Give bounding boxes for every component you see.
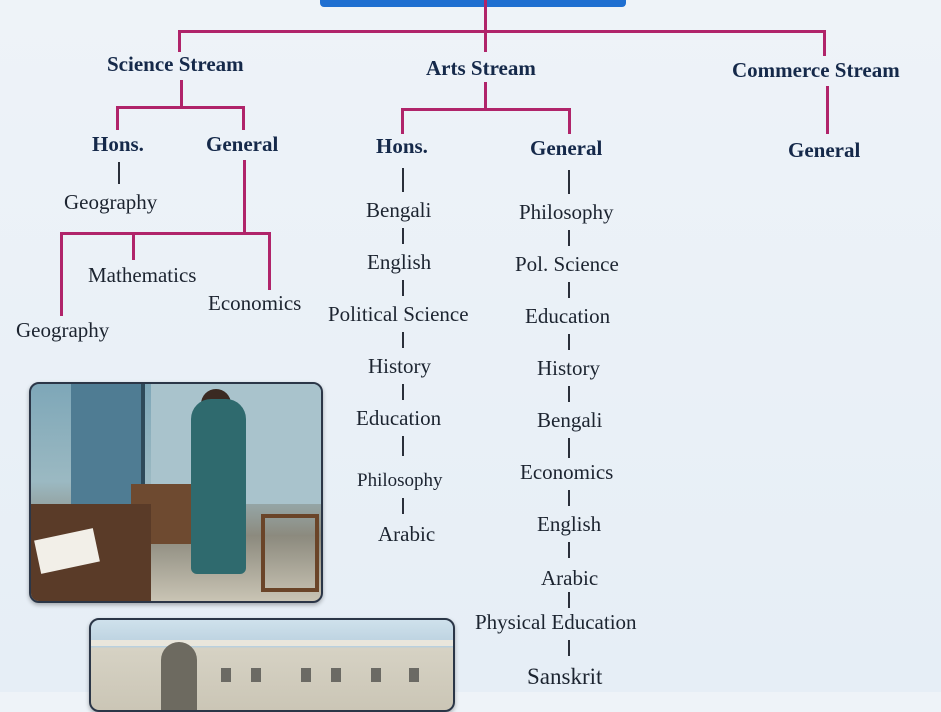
connector <box>568 490 570 506</box>
arts-hons-subject: Arabic <box>378 522 436 546</box>
arts-general-subject: Education <box>525 304 611 328</box>
arts-hons-subject: Bengali <box>366 198 432 222</box>
connector <box>484 82 487 110</box>
connector <box>402 384 404 400</box>
commerce-stream-title: Commerce Stream <box>732 58 900 82</box>
arts-general-label: General <box>530 136 603 160</box>
connector <box>401 108 571 111</box>
arts-general-subject: Philosophy <box>519 200 614 224</box>
connector <box>118 162 120 184</box>
arts-hons-subject: Philosophy <box>357 470 443 491</box>
connector <box>568 592 570 608</box>
connector <box>402 228 404 244</box>
connector <box>402 168 404 192</box>
connector <box>402 436 404 456</box>
connector <box>568 108 571 134</box>
connector <box>60 232 270 235</box>
arts-general-subject: English <box>537 512 602 536</box>
arts-general-subject: Bengali <box>537 408 603 432</box>
arts-hons-subject: English <box>367 250 432 274</box>
arts-general-subject: Sanskrit <box>527 664 603 689</box>
connector <box>568 230 570 246</box>
connector <box>823 30 826 56</box>
connector <box>568 334 570 350</box>
connector <box>132 232 135 260</box>
arts-hons-subject: Political Science <box>328 302 469 326</box>
science-hons-subject: Geography <box>64 190 158 214</box>
science-general-subject: Economics <box>208 291 302 315</box>
connector <box>178 30 826 33</box>
top-header-box <box>320 0 626 7</box>
arts-stream-title: Arts Stream <box>426 56 536 80</box>
connector <box>568 170 570 194</box>
connector <box>402 332 404 348</box>
connector <box>402 498 404 514</box>
connector <box>243 160 246 234</box>
connector <box>268 232 271 290</box>
arts-general-subject: History <box>537 356 600 380</box>
science-hons-label: Hons. <box>92 132 144 156</box>
building-photo <box>89 618 455 712</box>
connector <box>401 108 404 134</box>
connector <box>568 438 570 458</box>
connector <box>116 106 244 109</box>
connector <box>568 640 570 656</box>
science-stream-title: Science Stream <box>107 52 244 76</box>
connector <box>568 282 570 298</box>
arts-hons-subject: Education <box>356 406 442 430</box>
connector <box>116 106 119 130</box>
arts-general-subject: Pol. Science <box>515 252 619 276</box>
arts-general-subject: Physical Education <box>475 610 637 634</box>
connector <box>60 232 63 316</box>
science-general-label: General <box>206 132 279 156</box>
connector <box>178 30 181 52</box>
connector <box>484 30 487 52</box>
connector <box>826 86 829 134</box>
connector <box>242 106 245 130</box>
arts-hons-subject: History <box>368 354 431 378</box>
arts-hons-label: Hons. <box>376 134 428 158</box>
connector <box>568 542 570 558</box>
classroom-photo <box>29 382 323 603</box>
connector <box>402 280 404 296</box>
connector <box>484 0 487 32</box>
commerce-general-label: General <box>788 138 861 162</box>
connector <box>568 386 570 402</box>
arts-general-subject: Arabic <box>541 566 599 590</box>
science-general-subject: Geography <box>16 318 110 342</box>
connector <box>180 80 183 108</box>
science-general-subject: Mathematics <box>88 263 197 287</box>
arts-general-subject: Economics <box>520 460 614 484</box>
